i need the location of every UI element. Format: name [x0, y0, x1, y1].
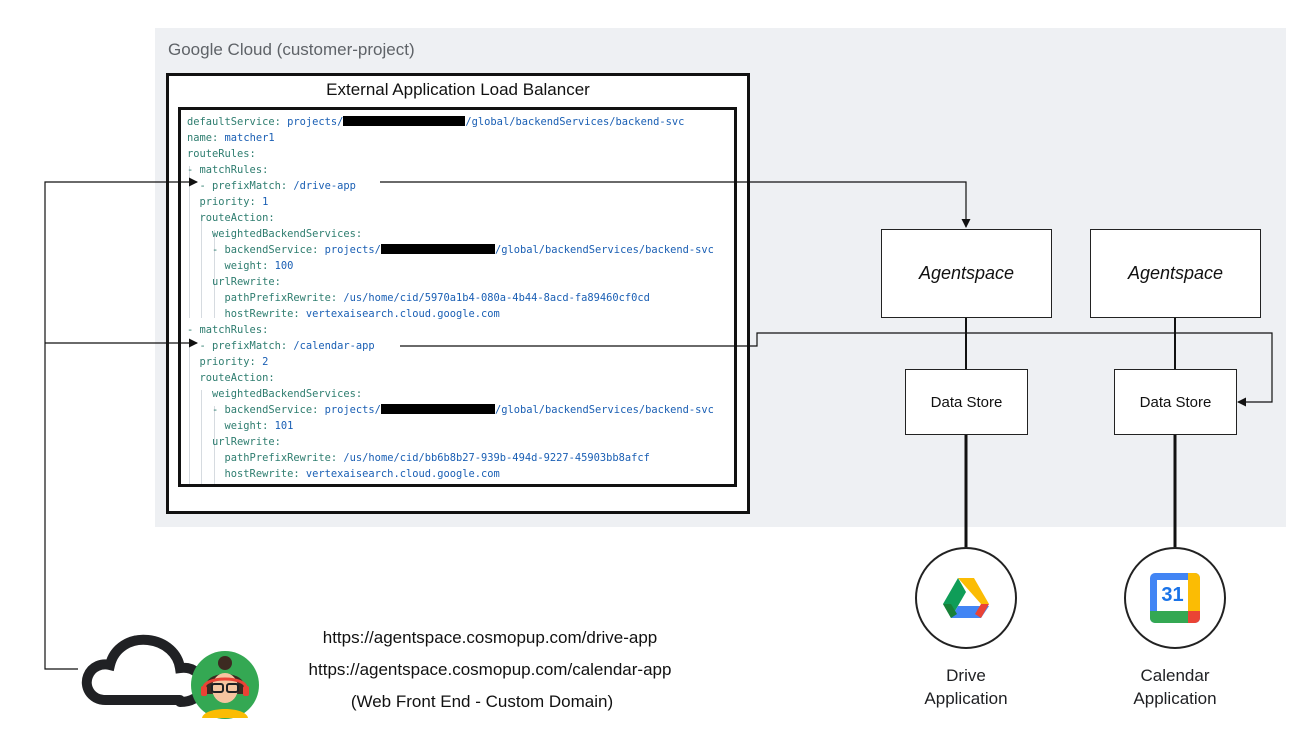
config-line: name: matcher1	[187, 130, 275, 146]
config-value: /global/backendServices/backend-svc	[465, 116, 685, 128]
config-value: 100	[274, 260, 294, 272]
config-line: weight: 100	[187, 258, 294, 274]
config-line: - prefixMatch: /drive-app	[187, 178, 356, 194]
config-key: routeAction:	[187, 372, 275, 384]
config-key: hostRewrite:	[187, 308, 306, 320]
config-value: matcher1	[224, 132, 275, 144]
config-value: /drive-app	[293, 180, 356, 192]
indent-guide	[214, 406, 215, 484]
config-key: weightedBackendServices:	[187, 228, 363, 240]
config-line: pathPrefixRewrite: /us/home/cid/bb6b8b27…	[187, 450, 650, 466]
config-line: weight: 101	[187, 418, 294, 434]
agentspace-calendar: Agentspace	[1090, 229, 1261, 318]
config-key: priority:	[187, 356, 263, 368]
config-value: 101	[274, 420, 294, 432]
config-line: urlRewrite:	[187, 274, 281, 290]
config-line: - prefixMatch: /calendar-app	[187, 338, 375, 354]
redacted-project-id	[343, 116, 466, 126]
config-line: routeAction:	[187, 210, 275, 226]
config-key: pathPrefixRewrite:	[187, 452, 344, 464]
config-key: - matchRules:	[187, 324, 269, 336]
config-value: vertexaisearch.cloud.google.com	[305, 308, 500, 320]
calendar-icon-date: 31	[1157, 580, 1188, 611]
indent-guide	[214, 230, 215, 318]
config-value: vertexaisearch.cloud.google.com	[305, 468, 500, 480]
config-line: urlRewrite:	[187, 434, 281, 450]
config-line: - backendService: projects/ /global/backe…	[187, 402, 714, 418]
frontend-url-drive[interactable]: https://agentspace.cosmopup.com/drive-ap…	[322, 628, 658, 647]
config-value: 1	[262, 196, 269, 208]
config-key: - backendService:	[187, 404, 325, 416]
indent-guide	[201, 214, 202, 318]
calendar-app-label-line2: Application	[1133, 689, 1217, 708]
config-value: 2	[262, 356, 269, 368]
config-key: - prefixMatch:	[187, 340, 294, 352]
url-map-config: defaultService: projects/ /global/backend…	[178, 107, 737, 487]
config-key: weightedBackendServices:	[187, 388, 363, 400]
cloud-icon	[81, 634, 208, 707]
redacted-project-id	[380, 404, 495, 414]
config-line: weightedBackendServices:	[187, 226, 362, 242]
config-key: - matchRules:	[187, 164, 269, 176]
indent-guide	[189, 166, 190, 318]
config-key: weight:	[187, 420, 275, 432]
config-key: defaultService:	[187, 116, 288, 128]
config-key: priority:	[187, 196, 263, 208]
config-line: routeRules:	[187, 146, 256, 162]
user-avatar-icon	[191, 651, 259, 719]
config-value: /us/home/cid/bb6b8b27-939b-494d-9227-459…	[343, 452, 650, 464]
drive-app-label-line1: Drive	[946, 666, 986, 685]
config-key: urlRewrite:	[187, 436, 281, 448]
config-key: routeRules:	[187, 148, 256, 160]
config-value: /global/backendServices/backend-svc	[494, 244, 714, 256]
config-line: - matchRules:	[187, 162, 268, 178]
google-drive-icon	[943, 578, 989, 618]
config-value: /global/backendServices/backend-svc	[494, 404, 714, 416]
config-key: weight:	[187, 260, 275, 272]
config-value: projects/	[324, 404, 381, 416]
config-value: /calendar-app	[293, 340, 375, 352]
drive-app-label-line2: Application	[924, 689, 1008, 708]
config-line: - backendService: projects/ /global/backe…	[187, 242, 714, 258]
config-line: weightedBackendServices:	[187, 386, 362, 402]
config-key: pathPrefixRewrite:	[187, 292, 344, 304]
calendar-app-label: Calendar Application	[1095, 664, 1255, 710]
config-key: urlRewrite:	[187, 276, 281, 288]
config-value: /us/home/cid/5970a1b4-080a-4b44-8acd-fa8…	[343, 292, 650, 304]
config-key: - backendService:	[187, 244, 325, 256]
config-value: projects/	[287, 116, 344, 128]
google-calendar-icon: 31	[1150, 573, 1200, 623]
config-line: priority: 2	[187, 354, 269, 370]
indent-guide	[201, 390, 202, 484]
config-line: - matchRules:	[187, 322, 268, 338]
config-line: routeAction:	[187, 370, 275, 386]
drive-app-label: Drive Application	[886, 664, 1046, 710]
calendar-app-label-line1: Calendar	[1140, 666, 1210, 685]
config-line: defaultService: projects/ /global/backend…	[187, 114, 684, 130]
agentspace-drive: Agentspace	[881, 229, 1052, 318]
config-line: hostRewrite: vertexaisearch.cloud.google…	[187, 306, 500, 322]
indent-guide	[189, 342, 190, 484]
config-key: - prefixMatch:	[187, 180, 294, 192]
redacted-project-id	[380, 244, 495, 254]
load-balancer-title: External Application Load Balancer	[326, 80, 590, 99]
config-line: pathPrefixRewrite: /us/home/cid/5970a1b4…	[187, 290, 650, 306]
frontend-caption: (Web Front End - Custom Domain)	[350, 692, 614, 711]
calendar-app-circle: 31	[1124, 547, 1226, 649]
google-cloud-label: Google Cloud (customer-project)	[168, 40, 415, 59]
frontend-url-calendar[interactable]: https://agentspace.cosmopup.com/calendar…	[308, 660, 672, 679]
config-key: routeAction:	[187, 212, 275, 224]
config-line: priority: 1	[187, 194, 269, 210]
config-line: hostRewrite: vertexaisearch.cloud.google…	[187, 466, 500, 482]
data-store-drive: Data Store	[905, 369, 1028, 435]
config-key: hostRewrite:	[187, 468, 306, 480]
config-key: name:	[187, 132, 225, 144]
config-value: projects/	[324, 244, 381, 256]
drive-app-circle	[915, 547, 1017, 649]
data-store-calendar: Data Store	[1114, 369, 1237, 435]
